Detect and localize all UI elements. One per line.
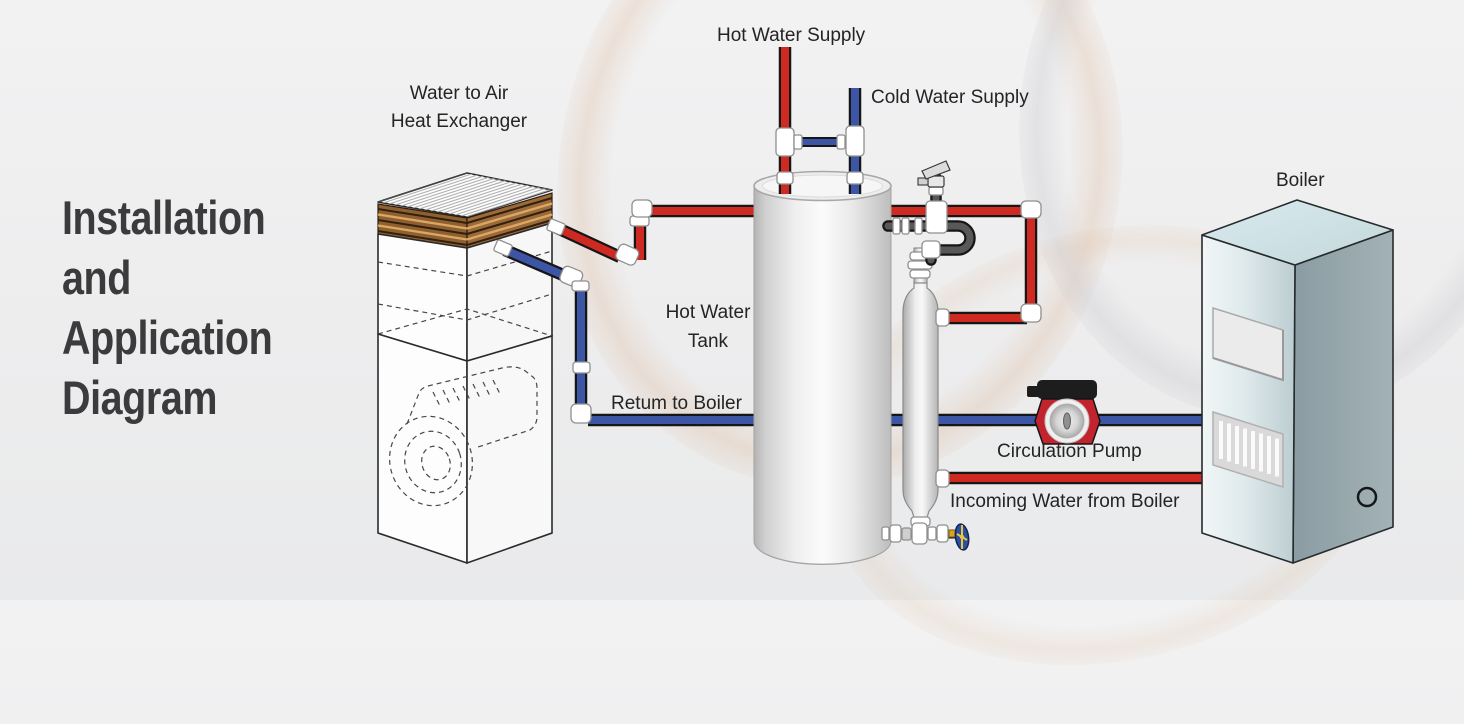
page-title: Installation and Application Diagram — [62, 188, 273, 428]
blower-graphic — [389, 366, 538, 507]
union-fitting — [909, 269, 931, 279]
title-line: Installation — [62, 191, 266, 244]
tee-fitting — [775, 127, 795, 157]
hot-water-tank-label: Hot Water Tank — [648, 298, 768, 356]
boiler-knob — [1356, 486, 1378, 508]
union-fitting — [889, 524, 902, 543]
title-line: and — [62, 251, 131, 304]
heat-exchanger-label-line1: Water to Air — [409, 83, 509, 104]
pipe-collar — [572, 361, 591, 374]
supply-fittings — [775, 125, 865, 185]
pipe-fittings — [493, 199, 1042, 424]
pipe-collar — [793, 134, 803, 150]
pipe-knob — [935, 308, 950, 327]
air-separator-graphic — [902, 247, 950, 527]
tee-fitting — [911, 522, 928, 545]
union-fitting — [936, 524, 949, 543]
flange-fitting — [892, 217, 901, 235]
boiler-label: Boiler — [1276, 170, 1325, 191]
pipe-collar — [927, 526, 937, 541]
pipe-collar — [846, 171, 864, 185]
pipe-collar — [836, 134, 846, 150]
drain-assembly — [881, 522, 970, 551]
heat-exchanger-graphic — [377, 172, 553, 565]
elbow-fitting — [1020, 200, 1042, 219]
circulation-pump-graphic — [1027, 380, 1101, 445]
hot-water-tank-graphic — [753, 170, 892, 565]
pump-nub — [1027, 386, 1039, 397]
title-line: Application — [62, 311, 273, 364]
boiler-vent-panel — [1212, 410, 1284, 489]
tank-label-line1: Hot Water — [665, 302, 751, 323]
pipe-collar — [571, 280, 590, 292]
pipe-knob — [935, 469, 950, 488]
diagram-stage: Installation and Application Diagram Wat… — [62, 0, 1464, 724]
pipe-collar — [776, 171, 794, 185]
tee-fitting — [845, 125, 865, 157]
tee-fitting — [925, 200, 948, 234]
heat-exchanger-label: Water to Air Heat Exchanger — [366, 80, 552, 136]
brass-fitting — [546, 218, 566, 236]
tank-label-line2: Tank — [687, 331, 729, 352]
elbow-fitting — [631, 199, 653, 218]
elbow-fitting — [921, 240, 941, 259]
cold-pipes — [503, 246, 1203, 424]
elbow-fitting — [615, 243, 640, 266]
circulation-pump-label: Circulation Pump — [997, 441, 1142, 462]
piping-diagram — [377, 47, 1394, 565]
flange-fitting — [914, 217, 923, 235]
elbow-fitting — [570, 403, 592, 424]
pipe-collar — [881, 526, 890, 541]
elbow-fitting — [1020, 303, 1042, 323]
drain-valve-handwheel — [954, 523, 970, 551]
valve-body — [901, 527, 912, 541]
steel-fittings — [892, 160, 951, 259]
hot-water-supply-label: Hot Water Supply — [717, 25, 866, 46]
heat-exchanger-label-line2: Heat Exchanger — [390, 111, 528, 132]
pump-cap — [1037, 380, 1097, 399]
cold-water-supply-label: Cold Water Supply — [871, 87, 1029, 108]
relief-valve — [917, 160, 951, 196]
title-line: Diagram — [62, 371, 218, 424]
incoming-water-label: Incoming Water from Boiler — [950, 491, 1180, 512]
boiler-graphic — [1201, 199, 1394, 564]
brass-fitting — [493, 239, 513, 257]
return-to-boiler-label: Retum to Boiler — [611, 393, 742, 414]
pump-slot — [1063, 412, 1071, 430]
flange-fitting — [901, 217, 910, 235]
